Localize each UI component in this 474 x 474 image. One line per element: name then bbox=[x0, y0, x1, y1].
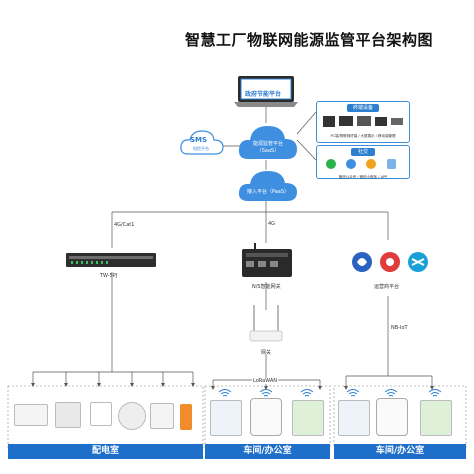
paas-cloud-icon bbox=[238, 167, 298, 203]
wifi-icon bbox=[384, 389, 398, 397]
meter-icon bbox=[376, 398, 408, 436]
social-caption: 微信公众号 / 微信小程序 / APP bbox=[338, 175, 388, 179]
router-icon bbox=[248, 305, 284, 345]
sms-label: SMS bbox=[190, 136, 208, 144]
gateway-mid-icon bbox=[240, 243, 294, 279]
temp-sensor bbox=[180, 404, 192, 430]
gov-platform-label: 政府节能平台 bbox=[245, 91, 282, 98]
terminal-panel: 终端设备 PC端/物联网终端 / 大屏展示 / 移动端管理 bbox=[316, 101, 410, 143]
sms-sub-label: 短信平台 bbox=[193, 146, 209, 151]
wifi-icon bbox=[300, 389, 314, 397]
meter-icon bbox=[250, 398, 282, 436]
sensor-device bbox=[90, 402, 112, 426]
saas-line2: （SaaS） bbox=[256, 148, 280, 154]
gateway-left-icon bbox=[66, 251, 156, 269]
saas-line1: 能源监管平台 bbox=[252, 141, 283, 147]
link-mid-label: 4G bbox=[268, 221, 276, 227]
social-panel: 社交 微信公众号 / 微信小程序 / APP bbox=[316, 145, 410, 179]
social-panel-title: 社交 bbox=[351, 148, 375, 156]
lorawan-label: LoRaWAN bbox=[252, 378, 279, 384]
social-icons bbox=[326, 159, 396, 169]
smoke-detector bbox=[118, 402, 146, 430]
laptop-icon bbox=[232, 75, 300, 109]
paas-line1: 接入平台（PaaS） bbox=[246, 189, 290, 195]
meter-device-2 bbox=[55, 402, 81, 428]
wifi-icon bbox=[346, 389, 360, 397]
wifi-icon bbox=[428, 389, 442, 397]
router-label: 网关 bbox=[261, 350, 272, 356]
page-title: 智慧工厂物联网能源监管平台架构图 bbox=[185, 31, 434, 49]
meter-device-1 bbox=[14, 404, 48, 426]
wifi-icon bbox=[218, 389, 232, 397]
saas-cloud-icon bbox=[238, 121, 298, 161]
gateway-mid-label: N/S智能网关 bbox=[252, 284, 281, 290]
zone-mid-label: 车间/办公室 bbox=[205, 444, 330, 459]
switch-device bbox=[150, 403, 174, 429]
link-nb-label: NB-IoT bbox=[391, 325, 408, 331]
meter-icon bbox=[210, 400, 242, 436]
zone-left-label: 配电室 bbox=[8, 444, 203, 459]
meter-icon bbox=[420, 400, 452, 436]
zone-right-label: 车间/办公室 bbox=[334, 444, 466, 459]
carrier-logo-icon bbox=[350, 250, 430, 274]
link-left-label: 4G/Cat1 bbox=[114, 222, 135, 228]
terminal-panel-title: 终端设备 bbox=[347, 104, 379, 112]
terminal-caption: PC端/物联网终端 / 大屏展示 / 移动端管理 bbox=[330, 134, 396, 138]
meter-icon bbox=[338, 400, 370, 436]
meter-icon bbox=[292, 400, 324, 436]
carrier-label: 运营商平台 bbox=[374, 284, 400, 290]
wifi-icon bbox=[259, 389, 273, 397]
terminal-devices-icon bbox=[323, 116, 403, 127]
sms-cloud-icon bbox=[180, 128, 224, 156]
gateway-left-label: TW-5PJ bbox=[100, 273, 118, 279]
